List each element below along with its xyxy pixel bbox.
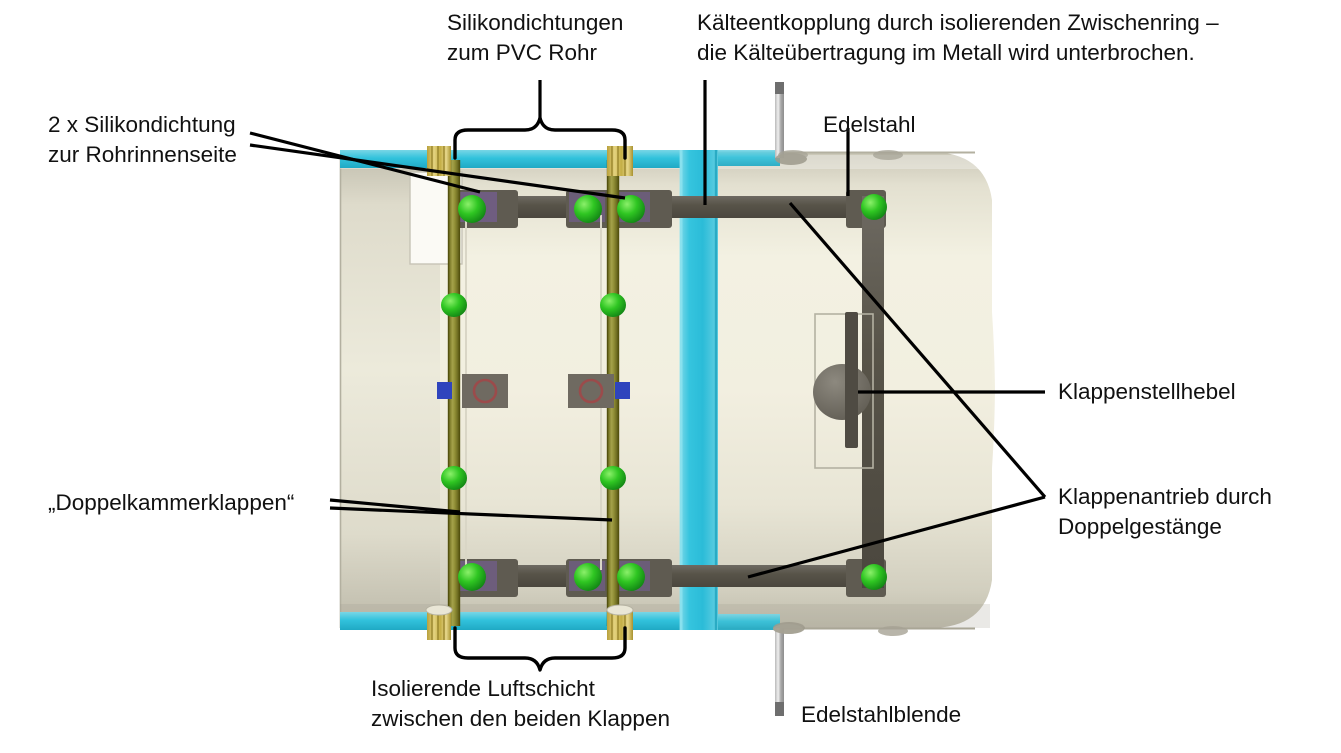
label-doppelkammerklappen: „Doppelkammerklappen“ <box>48 490 295 515</box>
label-klappenantrieb: Klappenantrieb durch Doppelgestänge <box>1058 484 1272 539</box>
cyan-strip-top-right <box>718 150 780 166</box>
leader-lines <box>249 80 1047 579</box>
lever-arm <box>845 312 858 448</box>
seal-node-ml <box>441 293 467 317</box>
seal-node-tr <box>861 194 887 220</box>
blind-rod-bottom-cap <box>775 702 784 716</box>
pipe-right-cap <box>930 152 995 628</box>
bearing-ring-left <box>472 378 498 404</box>
label-kaelteentkopplung: Kälteentkopplung durch isolierenden Zwis… <box>697 10 1219 65</box>
blue-tab-left <box>437 382 452 399</box>
mount-pad-bottom-2 <box>878 626 908 636</box>
mount-pad-bottom-1 <box>773 624 803 634</box>
mount-pad-top-2 <box>873 150 903 160</box>
brace-bottom <box>453 626 627 672</box>
insulating-ring-band <box>680 150 718 630</box>
flap-rod-left-body <box>449 160 459 626</box>
blind-rod-top <box>775 82 784 158</box>
label-silikondichtung-innenseite: 2 x Silikondichtung zur Rohrinnenseite <box>48 112 237 167</box>
seal-node-bm <box>574 563 602 591</box>
leader-doppelkammer-a <box>329 498 461 514</box>
blue-tab-right <box>615 382 630 399</box>
leader-antrieb-a <box>788 201 1047 499</box>
blind-rod-bottom <box>775 628 784 716</box>
lever-assembly <box>813 312 874 469</box>
cyan-strip-top-left <box>340 150 680 168</box>
seal-node-tm2 <box>617 195 645 223</box>
label-klappenstellhebel: Klappenstellhebel <box>1058 379 1236 404</box>
label-isolierende-luftschicht: Isolierende Luftschicht zwischen den bei… <box>371 676 670 731</box>
blind-rod-top-cap <box>775 82 784 94</box>
mid-hardware-group <box>437 374 630 408</box>
cyan-strip-bottom-left <box>340 612 680 630</box>
intermediate-ring-group <box>340 150 780 630</box>
seal-node-bm2 <box>617 563 645 591</box>
seal-node-bl <box>458 563 486 591</box>
seal-fitting-top-right <box>607 146 633 176</box>
leader-antrieb-b <box>747 495 1046 579</box>
seal-node-tm <box>574 195 602 223</box>
seal-nodes-group <box>441 194 887 591</box>
bearing-ring-right <box>578 378 604 404</box>
label-edelstahlblende: Edelstahlblende <box>801 702 962 727</box>
seal-node-mr2 <box>600 466 626 490</box>
seal-node-mr <box>600 293 626 317</box>
seal-node-ml2 <box>441 466 467 490</box>
cyan-strip-bottom-right <box>718 614 780 630</box>
seal-node-tl <box>458 195 486 223</box>
seal-cap-bottom-left <box>425 604 453 616</box>
label-edelstahl: Edelstahl <box>823 112 916 137</box>
seal-cap-bottom-right <box>606 604 634 616</box>
leader-doppelkammer-b <box>329 506 613 522</box>
label-silikondichtungen-pvc: Silikondichtungen zum PVC Rohr <box>447 10 624 65</box>
seal-node-br <box>861 564 887 590</box>
leader-silikon-innen-b <box>249 143 626 200</box>
mount-pad-top-1 <box>778 150 808 160</box>
